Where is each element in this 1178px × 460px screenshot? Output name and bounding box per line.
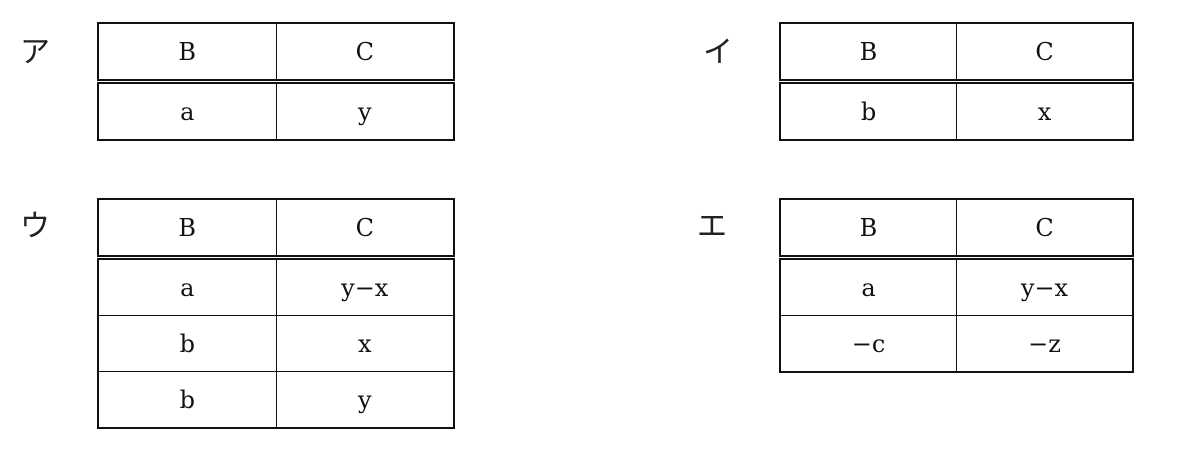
table-cell: −c (779, 315, 957, 373)
table-cell: b (97, 371, 277, 429)
table-cell: −z (956, 315, 1134, 373)
table-cell: b (779, 81, 957, 141)
table-row: −c −z (779, 315, 1134, 373)
table-cell: x (275, 315, 455, 372)
table-row: a y (97, 81, 455, 141)
option-label: ア (20, 35, 50, 70)
column-header-c: C (956, 22, 1134, 84)
table-row: b x (779, 81, 1134, 141)
table-row: b x (97, 315, 455, 372)
option-label: ウ (20, 209, 50, 244)
table-header-row: B C (779, 22, 1134, 84)
column-header-b: B (779, 198, 957, 260)
table-row: a y−x (779, 257, 1134, 316)
table-cell: a (97, 81, 277, 141)
table-header-row: B C (97, 22, 455, 84)
table-cell: b (97, 315, 277, 372)
table-cell: a (97, 257, 277, 316)
relation-table: B C a y−x b x b y (97, 198, 455, 429)
table-row: a y−x (97, 257, 455, 316)
relation-table: B C a y (97, 22, 455, 141)
option-label: エ (697, 209, 727, 244)
column-header-c: C (956, 198, 1134, 260)
table-cell: y (275, 81, 455, 141)
table-cell: a (779, 257, 957, 316)
table-cell: y (275, 371, 455, 429)
option-label: イ (703, 35, 733, 70)
relation-table: B C b x (779, 22, 1134, 141)
column-header-b: B (97, 198, 277, 260)
column-header-c: C (275, 198, 455, 260)
table-row: b y (97, 371, 455, 429)
relation-table: B C a y−x −c −z (779, 198, 1134, 373)
table-cell: y−x (956, 257, 1134, 316)
column-header-b: B (779, 22, 957, 84)
table-cell: y−x (275, 257, 455, 316)
column-header-c: C (275, 22, 455, 84)
table-header-row: B C (97, 198, 455, 260)
table-cell: x (956, 81, 1134, 141)
table-header-row: B C (779, 198, 1134, 260)
column-header-b: B (97, 22, 277, 84)
